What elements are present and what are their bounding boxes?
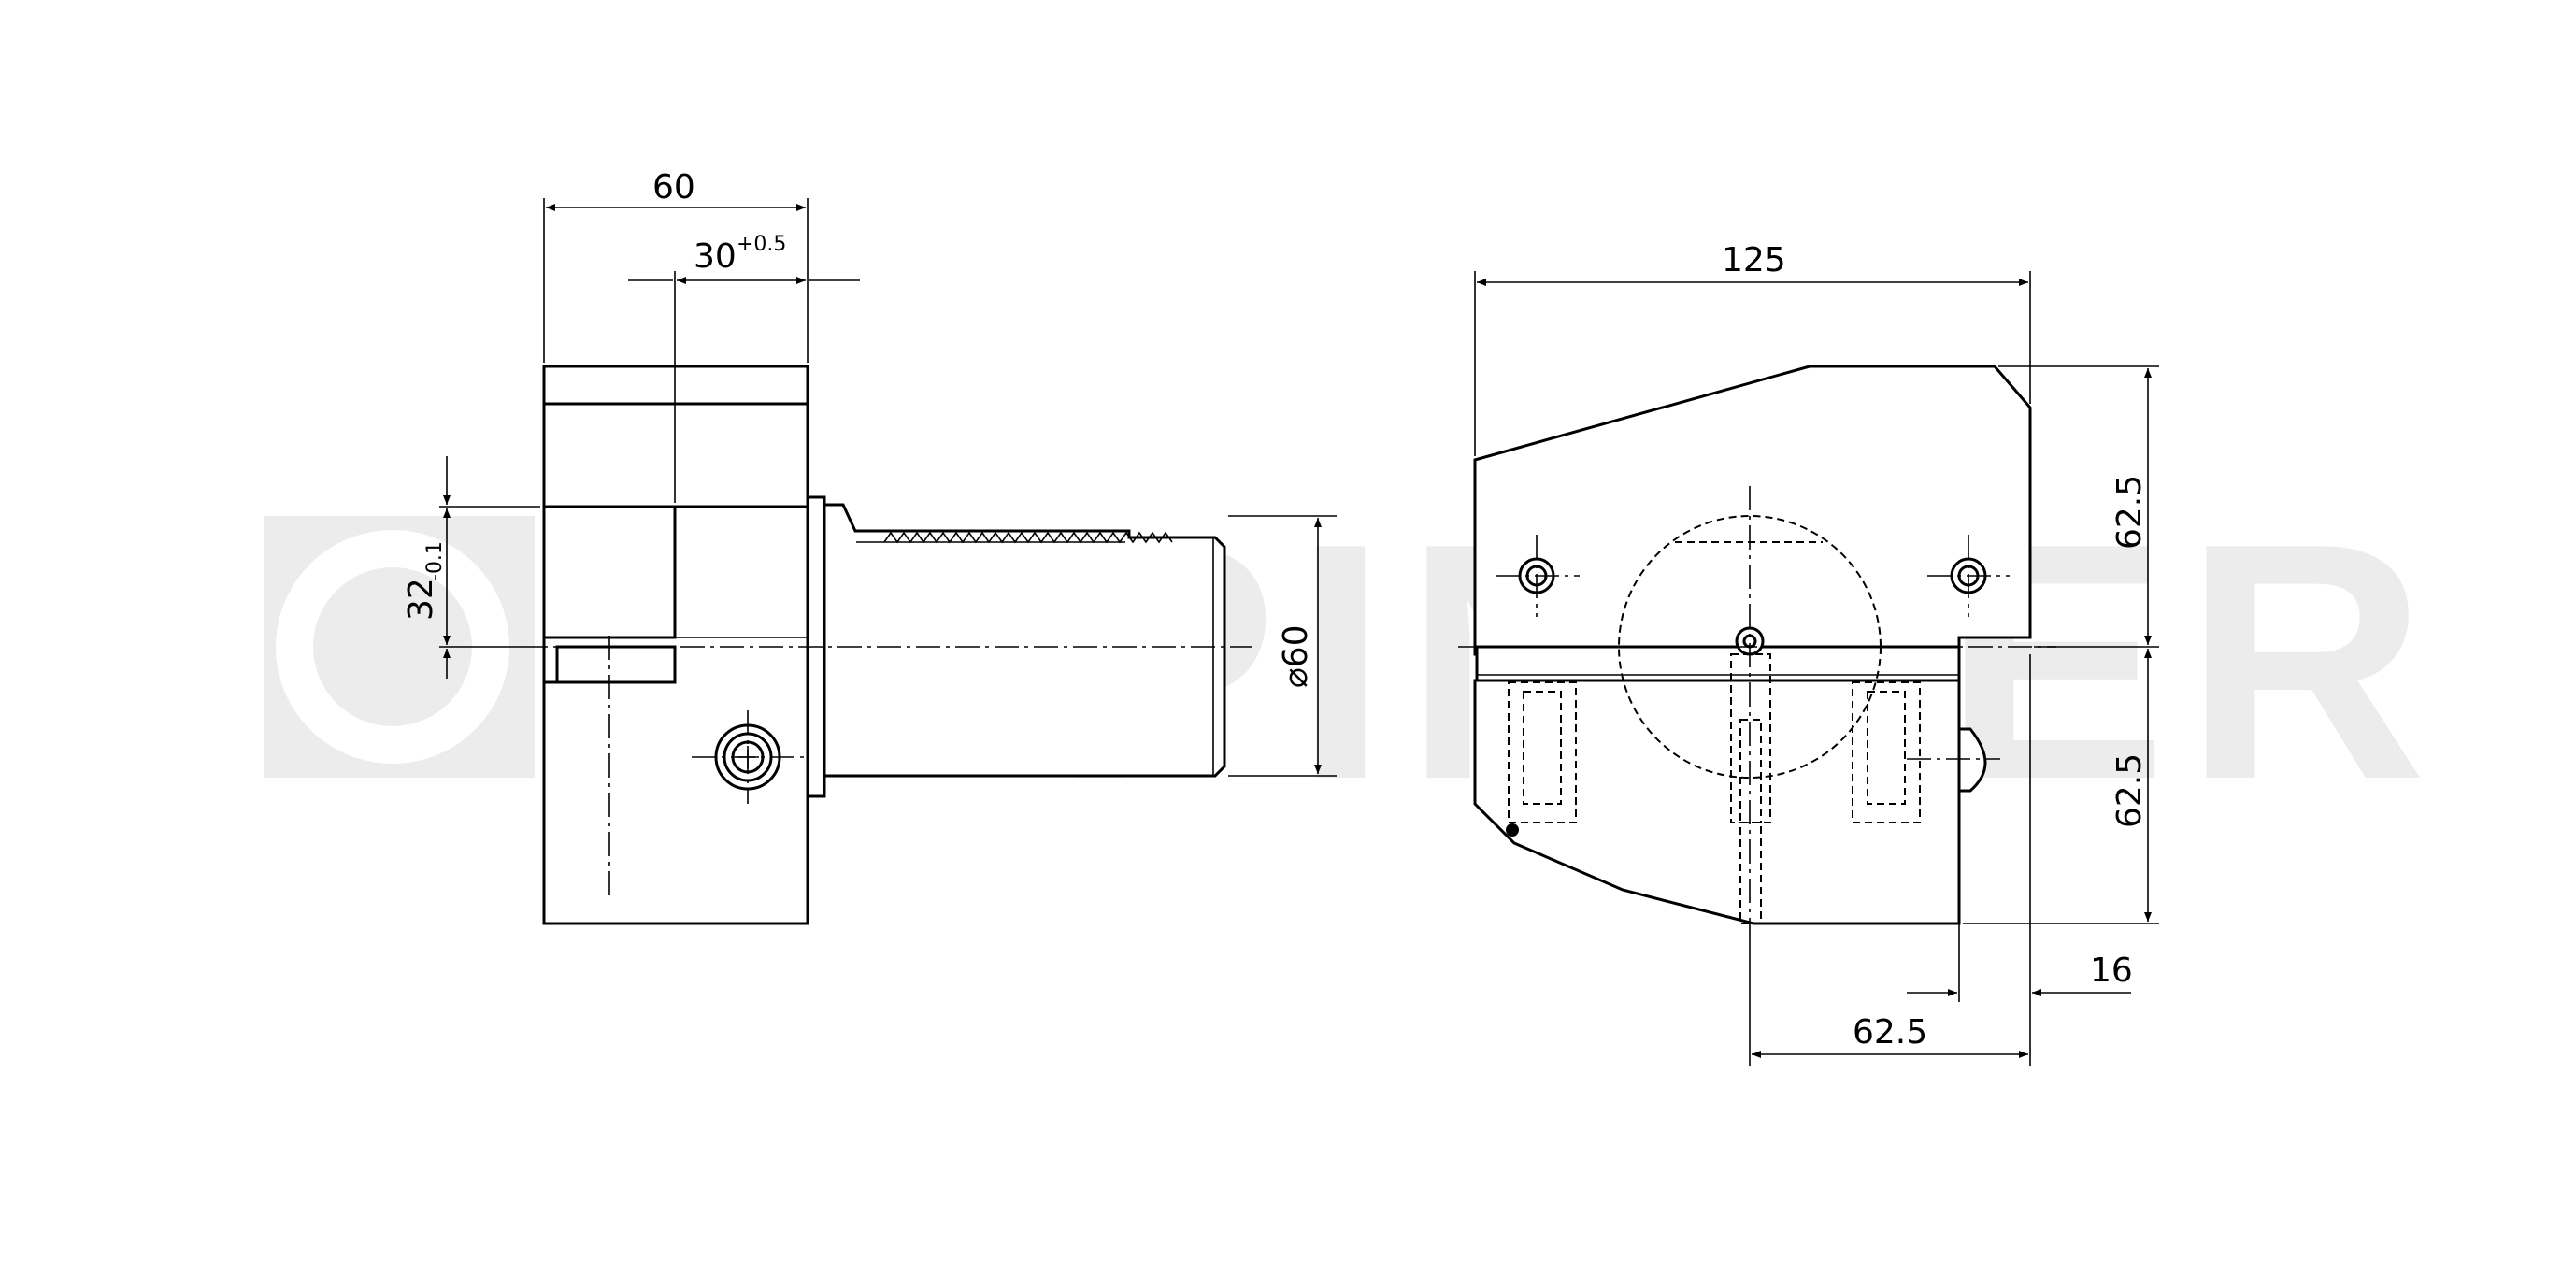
dim-bottom-width: 62.5 bbox=[1853, 1013, 1927, 1052]
front-lower-body bbox=[1473, 679, 1961, 925]
front-mark-dot bbox=[1506, 823, 1519, 837]
dim-side-width: 60 bbox=[652, 168, 695, 207]
dim-side-depth-tolerance: +0.5 bbox=[737, 233, 786, 256]
side-key bbox=[555, 645, 677, 684]
front-side-bump bbox=[1957, 727, 1987, 793]
dim-center-height: 32 bbox=[402, 578, 440, 621]
side-dimensions: 60 30 +0.5 32 -0.1 ⌀60 bbox=[402, 168, 1337, 777]
front-dimensions: 125 62.5 62.5 16 62.5 bbox=[1474, 241, 2159, 1066]
dim-front-width: 125 bbox=[1722, 241, 1786, 279]
dim-side-depth: 30 bbox=[694, 237, 737, 276]
dim-shank-diameter: ⌀60 bbox=[1277, 625, 1315, 688]
shank bbox=[823, 503, 1226, 778]
side-slot bbox=[542, 505, 677, 639]
side-view bbox=[523, 365, 1252, 925]
dim-offset: 16 bbox=[2090, 952, 2133, 990]
side-top-jaw bbox=[542, 365, 809, 508]
front-upper-body bbox=[1473, 365, 2032, 656]
dim-lower-height: 62.5 bbox=[2111, 753, 2149, 828]
dim-center-height-tolerance: -0.1 bbox=[423, 541, 447, 581]
front-view bbox=[1458, 365, 2056, 935]
dim-upper-height: 62.5 bbox=[2111, 475, 2149, 550]
